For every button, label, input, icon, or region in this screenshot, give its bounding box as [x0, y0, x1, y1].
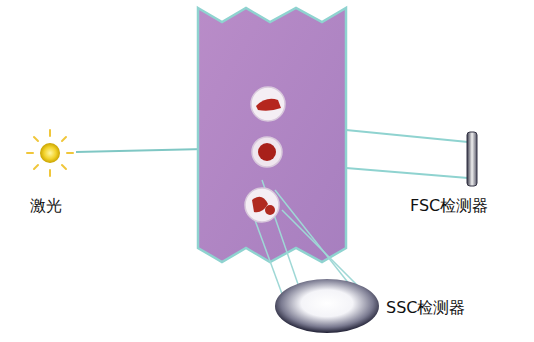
fsc-detector — [467, 132, 477, 186]
laser-source — [27, 130, 73, 176]
laser-beam — [76, 149, 205, 152]
flow-channel — [198, 8, 346, 262]
fsc-label: FSC检测器 — [410, 196, 488, 215]
ssc-detector — [275, 279, 379, 333]
laser-label: 激光 — [30, 196, 62, 215]
ssc-label: SSC检测器 — [386, 298, 465, 317]
cells — [245, 87, 285, 222]
forward-scatter-rays — [346, 130, 468, 178]
